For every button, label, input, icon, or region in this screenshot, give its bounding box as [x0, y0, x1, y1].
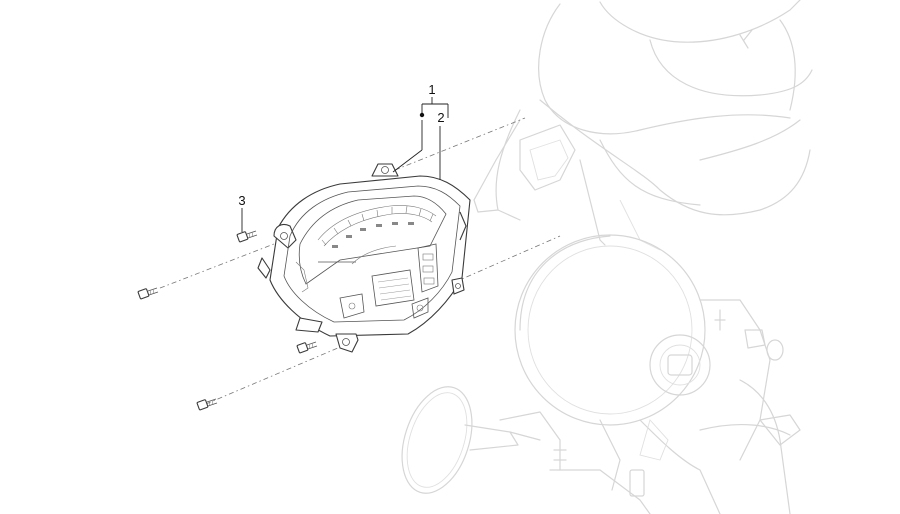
headlight-assembly-ghost: [499, 234, 801, 514]
indicator-panel-right: [417, 243, 439, 293]
callout-leader-2: [439, 104, 449, 180]
screw-middle: [296, 341, 318, 354]
mirror-ghost: [401, 386, 541, 494]
callout-leader-1: [392, 97, 448, 173]
lcd-display: [371, 269, 415, 307]
instrument-cluster: [257, 163, 471, 353]
gauge-scale-marks: [332, 222, 414, 248]
handlebar-cover-ghost: [473, 0, 813, 251]
screw-bottom: [196, 398, 218, 411]
brand-script: [351, 245, 397, 265]
callout-label-2: 2: [437, 110, 444, 125]
warning-lights-bottom: [339, 293, 429, 319]
gauge-ticks: [321, 205, 434, 246]
screw-left: [137, 287, 159, 300]
left-indicator: [295, 261, 309, 293]
callout-label-1: 1: [428, 82, 435, 97]
mounting-ear-top: [371, 163, 399, 177]
mounting-ear-right: [451, 277, 465, 295]
screw-top-left: [236, 230, 258, 243]
mounting-ear-bottom: [335, 333, 359, 353]
callout-label-3: 3: [238, 193, 245, 208]
mounting-ear-left: [273, 223, 297, 249]
